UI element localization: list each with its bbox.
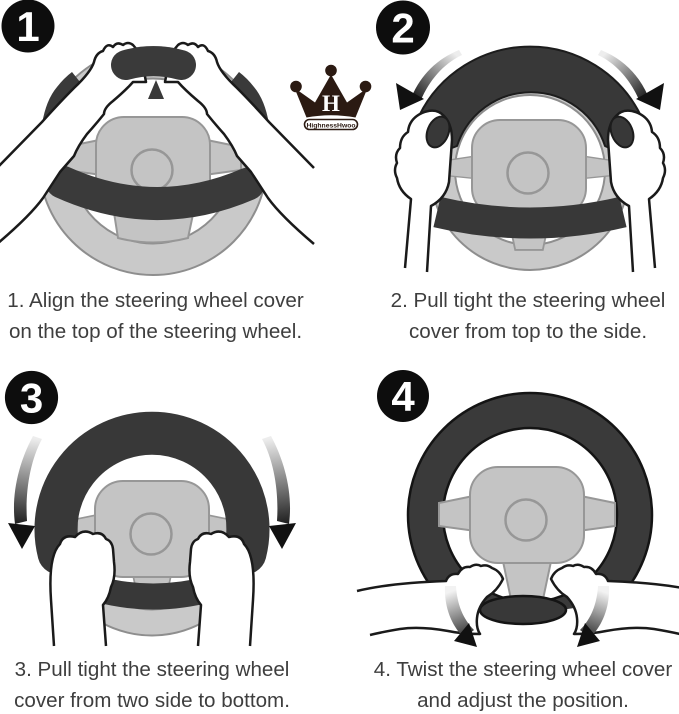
svg-text:1: 1	[16, 3, 39, 50]
svg-text:HighnessHwoo: HighnessHwoo	[306, 122, 355, 129]
svg-text:H: H	[322, 91, 340, 116]
svg-text:4: 4	[391, 373, 415, 420]
svg-text:2: 2	[391, 5, 414, 52]
svg-text:3: 3	[20, 375, 43, 422]
